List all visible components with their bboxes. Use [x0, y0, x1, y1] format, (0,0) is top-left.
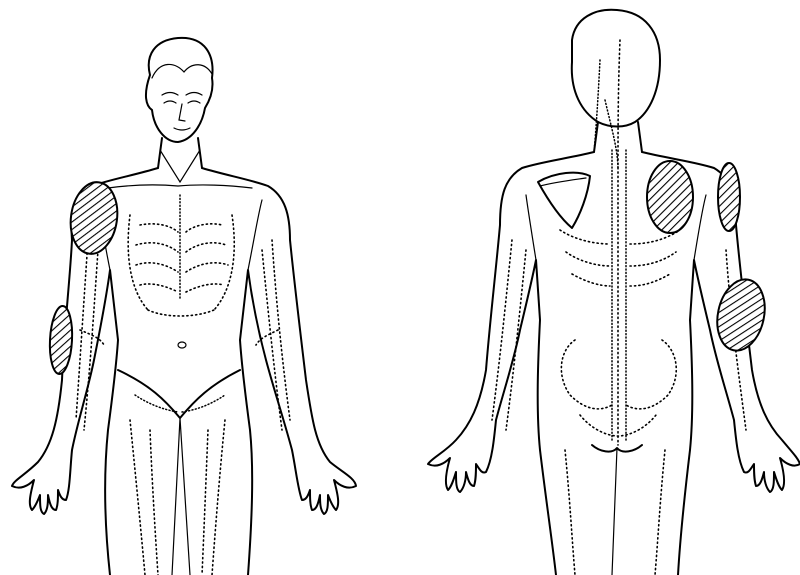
anterior-right-shoulder-pain-zone [66, 179, 122, 257]
anterior-right-arm-dots [256, 240, 290, 430]
anterior-head [146, 38, 213, 142]
posterior-ribs [560, 230, 680, 286]
posterior-arm-dots [492, 240, 746, 430]
posterior-spine [618, 40, 620, 445]
posterior-inner-arm-left [526, 195, 536, 260]
posterior-inner-arm-right [694, 195, 706, 260]
anterior-hair [152, 64, 212, 78]
posterior-leg-split [612, 448, 617, 575]
anterior-right-upper-arm-pain-zone [48, 305, 74, 374]
posterior-trapezius [594, 60, 618, 170]
posterior-head [572, 10, 660, 127]
posterior-pelvis [561, 340, 676, 436]
anterior-navel [178, 342, 186, 348]
anterior-eyebrows [162, 93, 202, 96]
anterior-eyes [164, 101, 200, 103]
anterior-crotch [118, 370, 240, 418]
anterior-ribcage [128, 215, 234, 316]
anterior-inner-legs [172, 418, 190, 575]
anterior-mouth [174, 128, 190, 130]
posterior-left-shoulder-pain-zone [718, 163, 740, 231]
anterior-leg-dots [130, 420, 225, 575]
posterior-left-upper-arm-pain-zone [711, 275, 771, 355]
posterior-spine-2 [612, 150, 626, 440]
anterior-pelvis-dots [135, 395, 225, 412]
posterior-scapula-spine-left [540, 178, 586, 186]
anterior-nose [179, 104, 185, 121]
anterior-figure [12, 38, 356, 575]
anterior-inner-arm-right [248, 200, 262, 270]
anterior-clavicles [108, 185, 252, 188]
posterior-left-scapula-pain-zone [647, 161, 693, 233]
anterior-body-outline-right [202, 168, 356, 575]
anterior-neck-muscles [160, 150, 200, 182]
posterior-body-outline-left [428, 152, 594, 575]
posterior-figure [428, 10, 800, 575]
